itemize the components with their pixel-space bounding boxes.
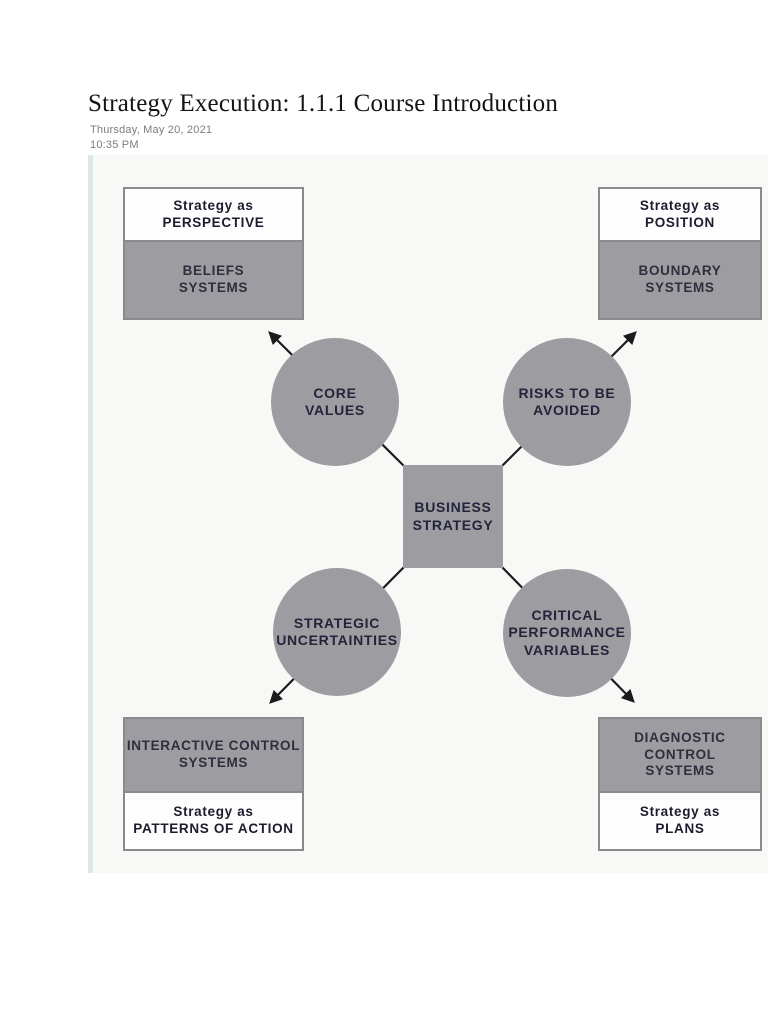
diagnostic-control-systems-label: DIAGNOSTIC CONTROL SYSTEMS: [600, 719, 760, 791]
note-date[interactable]: Thursday, May 20, 2021: [90, 124, 213, 136]
interactive-control-systems-label: INTERACTIVE CONTROL SYSTEMS: [125, 719, 302, 791]
strategy-as-plans-label: Strategy as PLANS: [600, 791, 760, 849]
circle-critical-performance-variables: CRITICAL PERFORMANCE VARIABLES: [503, 569, 631, 697]
page-title[interactable]: Strategy Execution: 1.1.1 Course Introdu…: [88, 90, 559, 117]
strategy-as-perspective-label: Strategy as PERSPECTIVE: [125, 189, 302, 240]
circle-risks-to-be-avoided: RISKS TO BE AVOIDED: [503, 338, 631, 466]
circle-core-values: CORE VALUES: [271, 338, 399, 466]
strategy-as-position-label: Strategy as POSITION: [600, 189, 760, 240]
circle-strategic-uncertainties: STRATEGIC UNCERTAINTIES: [273, 568, 401, 696]
box-strategy-as-perspective: Strategy as PERSPECTIVE BELIEFS SYSTEMS: [123, 187, 304, 320]
beliefs-systems-label: BELIEFS SYSTEMS: [125, 240, 302, 318]
square-business-strategy: BUSINESS STRATEGY: [403, 465, 503, 568]
box-diagnostic-control-systems: DIAGNOSTIC CONTROL SYSTEMS Strategy as P…: [598, 717, 762, 851]
box-strategy-as-position: Strategy as POSITION BOUNDARY SYSTEMS: [598, 187, 762, 320]
strategy-as-patterns-of-action-label: Strategy as PATTERNS OF ACTION: [125, 791, 302, 849]
note-time[interactable]: 10:35 PM: [90, 139, 139, 151]
panel-accent-strip: [88, 155, 93, 873]
box-interactive-control-systems: INTERACTIVE CONTROL SYSTEMS Strategy as …: [123, 717, 304, 851]
boundary-systems-label: BOUNDARY SYSTEMS: [600, 240, 760, 318]
